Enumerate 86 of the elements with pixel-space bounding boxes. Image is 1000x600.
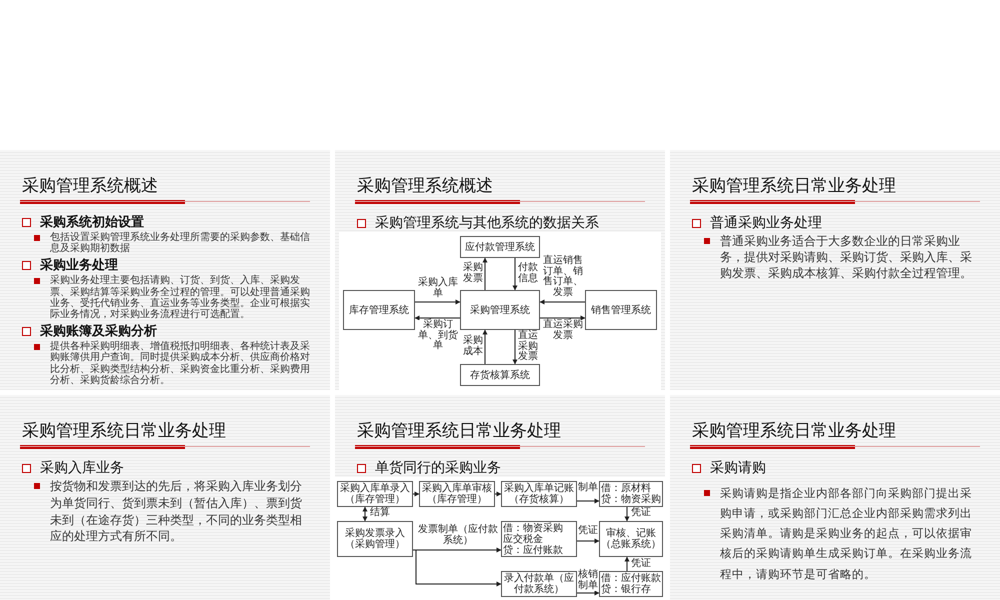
box-text: 存货核算系统 [470, 370, 530, 380]
edge-label: 制单 [578, 483, 598, 494]
arrow [624, 506, 630, 522]
edge-label: 凭证 [630, 559, 652, 570]
arrow [414, 300, 460, 304]
arrow [512, 330, 518, 364]
process-box [460, 364, 540, 386]
arrow [540, 316, 586, 320]
bullet-heading: 单货同行的采购业务 [375, 460, 501, 476]
edge-label: 核销制单 [578, 570, 598, 591]
process-box [599, 521, 663, 557]
box-text: 采购入库单录入（库存管理） [339, 483, 411, 505]
slide-title: 采购管理系统日常业务处理 [692, 176, 896, 196]
box-text: 采购入库单记账（存货核算） [503, 483, 575, 505]
box-text: 采购入库单审核（库存管理） [421, 483, 493, 505]
process-box [585, 290, 657, 330]
bullet-text: 采购业务处理主要包括请购、订货、到货、入库、采购发票、采购结算等采购业务全过程的管理。可以处理普通采购业务、受托代销业务、直运业务等业务类型。企业可根据实际业务情况，对采购业务流程进行可选配置。 [50, 275, 310, 320]
bullet-text: 包括设置采购管理系统业务处理所需要的采购参数、基础信息及采购期初数据 [50, 232, 310, 254]
edge-label: 直运销售订单、销售订单、发票 [543, 256, 583, 298]
arrow [482, 258, 488, 290]
slide-panel [0, 150, 330, 390]
arrow [412, 492, 420, 496]
process-box [460, 290, 540, 330]
bullet-text: 普通采购业务适合于大多数企业的日常采购业务，提供对采购请购、采购订货、采购入库、采购发票、采购成本核算、采购付款全过程管理。 [720, 234, 972, 280]
edge-label: 结算 [369, 508, 391, 518]
slide-title: 采购管理系统日常业务处理 [22, 421, 226, 441]
bullet-heading: 采购系统初始设置 [40, 215, 144, 230]
bullet-text: 提供各种采购明细表、增值税抵扣明细表、各种统计表及采购账簿供用户查询。同时提供采购成本分析、供应商价格对比分析、采购类型结构分析、采购资金比重分析、采购费用分析、采购货龄综合分析。 [50, 341, 310, 386]
bullet-heading: 采购请购 [710, 460, 766, 476]
box-text: 销售管理系统 [591, 304, 651, 316]
bullet-heading: 采购业务处理 [40, 258, 118, 274]
arrow [624, 556, 630, 572]
slide-panel [670, 150, 1000, 390]
bullet-text: 采购请购是指企业内部各部门向采购部门提出采购申请，或采购部门汇总企业内部采购需求列出采购清单。请购是采购业务的起点，可以依据审核后的采购请购单生成采购订单。在采购业务流程中，请购环节是可省略的。 [720, 486, 972, 580]
box-text: 应交税金 [503, 534, 543, 544]
arrow [540, 300, 586, 304]
slide-title: 采购管理系统概述 [22, 176, 158, 196]
arrow [512, 258, 518, 290]
box-text: 审核、记账（总账系统） [601, 528, 661, 550]
box-text: 贷：物资采购 [601, 494, 661, 505]
process-box [460, 236, 540, 258]
arrow [576, 538, 600, 544]
bullet-heading: 采购管理系统与其他系统的数据关系 [375, 215, 599, 231]
process-box [337, 521, 413, 557]
bullet-heading: 采购账簿及采购分析 [40, 324, 157, 340]
box-text: 库存管理系统 [349, 304, 409, 316]
arrow [494, 492, 502, 496]
edge-label: 采购订单、到货单 [418, 320, 458, 352]
edge-label: 采购发票 [463, 263, 483, 284]
arrow [362, 506, 368, 522]
edge-label: 发票制单（应付款系统） [417, 525, 499, 546]
edge-label: 凭证 [578, 526, 598, 536]
process-box [599, 481, 663, 507]
box-text: 借：物资采购 [503, 522, 563, 534]
box-text: 借：原材料 [601, 483, 651, 494]
box-text: 贷：银行存 [601, 584, 651, 595]
arrow [482, 330, 488, 364]
bullet-heading: 普通采购业务处理 [710, 215, 822, 231]
process-box [599, 571, 663, 597]
edge-label: 付款信息 [518, 263, 538, 284]
slide-panel [335, 395, 665, 600]
box-text: 借：应付账款 [601, 573, 661, 584]
box-text: 采购管理系统 [470, 304, 530, 316]
edge-label: 直运采购发票 [543, 320, 583, 341]
slide-panel [670, 395, 1000, 600]
slide-title: 采购管理系统概述 [357, 176, 493, 196]
edge-label: 直运采购发票 [518, 331, 538, 362]
slide-title: 采购管理系统日常业务处理 [692, 421, 896, 441]
arrow [576, 498, 600, 504]
box-text: 录入付款单（应付款系统） [503, 573, 575, 595]
slide-title: 采购管理系统日常业务处理 [357, 421, 561, 441]
edge-label: 采购入库单 [418, 278, 458, 299]
edge-label: 凭证 [630, 508, 652, 518]
box-text: 贷：应付账款 [503, 544, 563, 556]
bullet-heading: 采购入库业务 [40, 460, 124, 476]
slide-panel [0, 395, 330, 600]
box-text: 采购发票录入（采购管理） [344, 528, 406, 550]
bullet-text: 按货物和发票到达的先后，将采购入库业务划分为单货同行、货到票未到（暂估入库）、票到货未到（在途存货）三种类型，不同的业务类型相应的处理方式有所不同。 [50, 479, 302, 544]
arrow [414, 316, 460, 320]
process-box [501, 521, 577, 557]
box-text: 应付款管理系统 [465, 242, 535, 252]
edge-label: 采购成本 [463, 336, 483, 357]
slide-panel [335, 150, 665, 390]
arrow [412, 550, 502, 586]
process-box [343, 290, 415, 330]
arrow [576, 590, 600, 596]
